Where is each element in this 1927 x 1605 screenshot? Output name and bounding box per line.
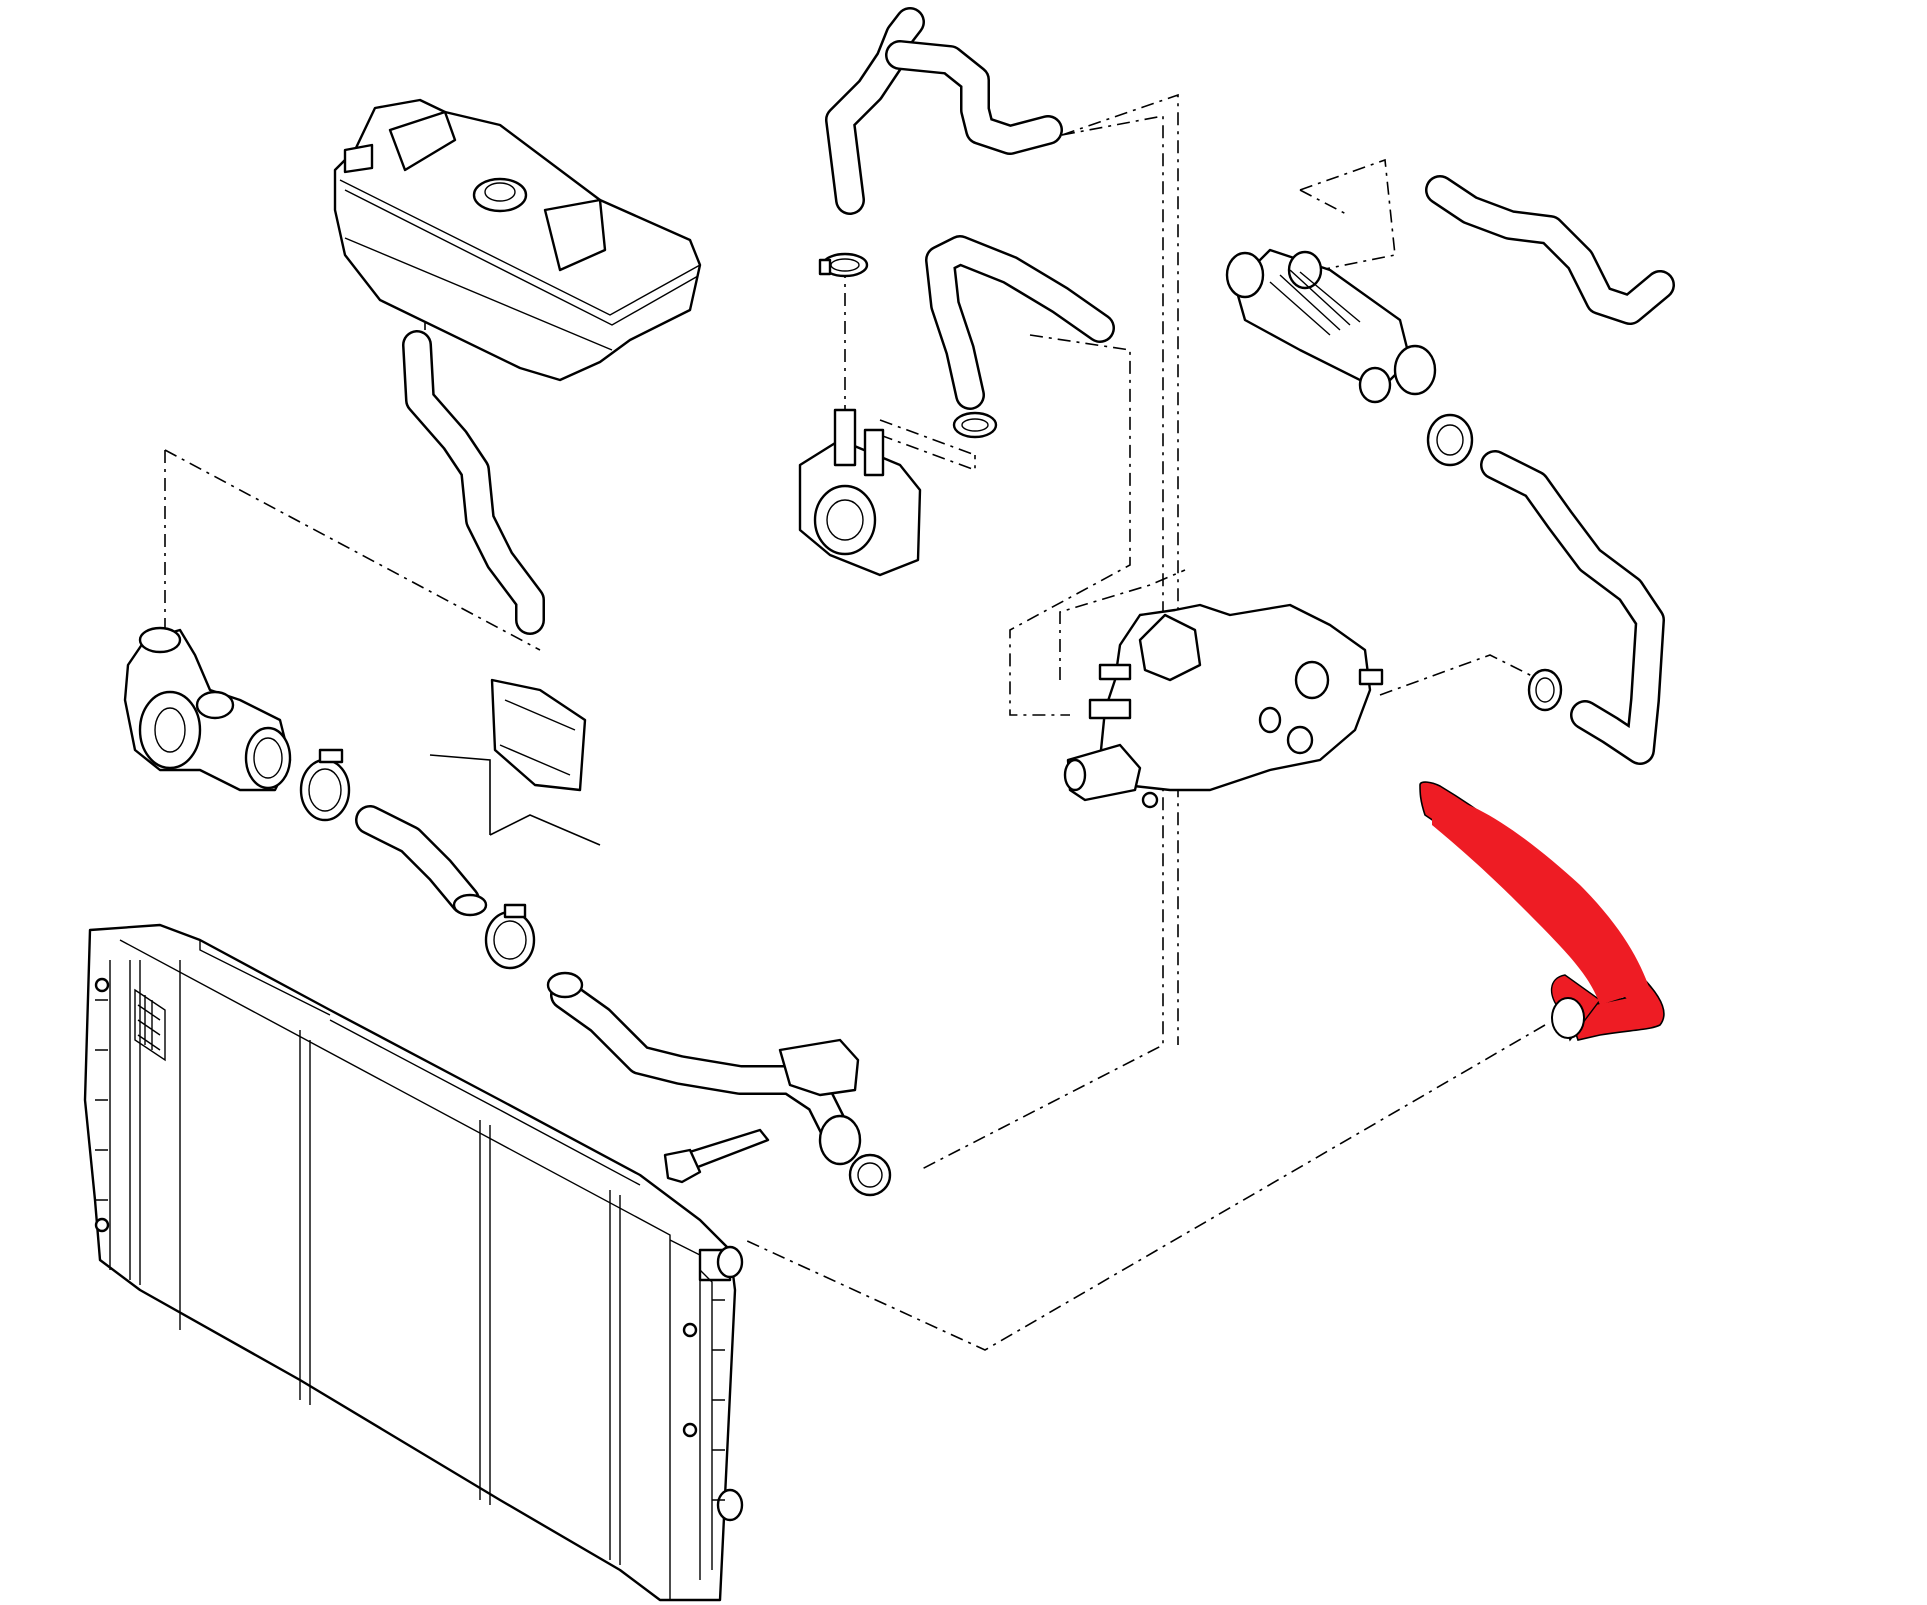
heater-hose-right	[1480, 450, 1665, 765]
oil-cooler	[798, 408, 922, 577]
hose-clip-left	[299, 748, 351, 822]
hose-clip-right	[1426, 413, 1474, 467]
upper-bypass-hose	[825, 7, 1063, 215]
radiator-lower-hose	[1419, 768, 1665, 1042]
water-outlet-flange	[123, 626, 292, 792]
oil-cooler-hose	[925, 235, 1115, 410]
heater-hose-upper-right	[1425, 175, 1675, 325]
hose-clip-oil-cooler	[952, 411, 998, 439]
hose-clip-upper	[818, 252, 869, 278]
radiator-upper-hose	[355, 805, 488, 917]
expansion-tank-hose	[402, 330, 545, 635]
expansion-tank	[333, 98, 702, 382]
gasket-leader	[429, 754, 601, 846]
hose-clip-center	[484, 903, 536, 970]
heat-exchanger	[1225, 248, 1437, 404]
bolt	[663, 1128, 770, 1184]
radiator	[83, 923, 744, 1602]
radiator-inlet-pipe	[546, 971, 862, 1166]
hose-clip-right-lower	[1527, 668, 1563, 712]
radiator-lower-hose-end	[1551, 997, 1585, 1039]
hose-clip-bottom	[848, 1153, 892, 1197]
gasket-pad	[490, 678, 587, 792]
thermostat-housing	[1063, 603, 1384, 809]
leader-lines	[164, 93, 1546, 1351]
